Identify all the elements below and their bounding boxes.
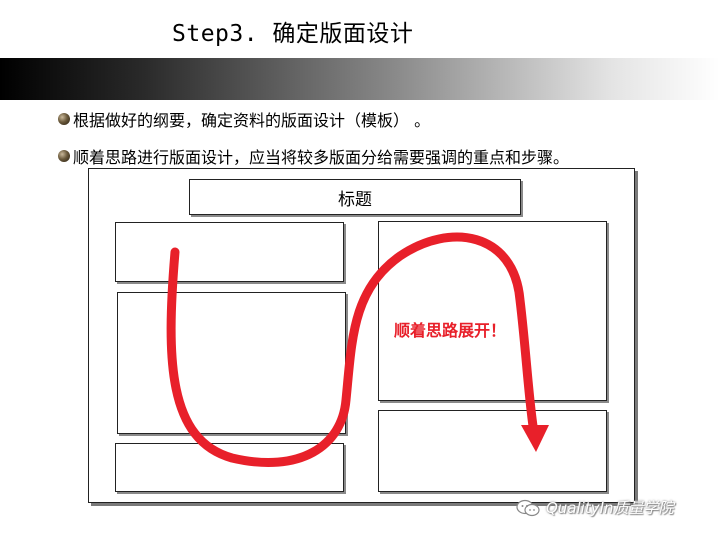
flow-arrow-path (166, 232, 538, 467)
watermark-text: QualityIn质量学院 (546, 499, 674, 517)
flow-arrow-label: 顺着思路展开！ (394, 321, 507, 340)
bullet-item: 根据做好的纲要，确定资料的版面设计（模板） 。 (58, 107, 430, 131)
page-title: Step3. 确定版面设计 (172, 21, 414, 47)
flow-arrow-head (521, 425, 549, 452)
header-gradient-bar (0, 58, 720, 100)
bullet-text: 根据做好的纲要，确定资料的版面设计（模板） 。 (73, 111, 431, 130)
layout-block-bottom-right (378, 410, 607, 492)
layout-block-middle-left (117, 292, 346, 434)
wechat-icon (516, 499, 540, 516)
bullet-dot-icon (58, 113, 70, 125)
layout-block-top-left (115, 222, 344, 282)
title-box-label: 标题 (338, 189, 372, 210)
title-box: 标题 (189, 179, 521, 215)
bullet-dot-icon (58, 150, 70, 162)
watermark: QualityIn质量学院 (515, 497, 674, 518)
bullet-text: 顺着思路进行版面设计，应当将较多版面分给需要强调的重点和步骤。 (73, 148, 570, 167)
bullet-item: 顺着思路进行版面设计，应当将较多版面分给需要强调的重点和步骤。 (58, 144, 569, 168)
